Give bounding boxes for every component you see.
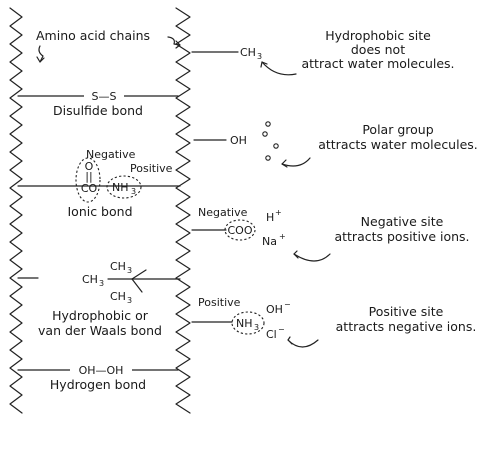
pointer-to-oh — [281, 157, 311, 167]
water-molecule-dot — [265, 155, 271, 161]
hydrophobic-branch-down — [131, 278, 143, 293]
coo-h-plus: + — [275, 208, 282, 217]
water-molecule-dot — [262, 131, 268, 137]
pointer-to-left-chain — [38, 45, 44, 63]
arrow-head — [260, 61, 268, 68]
disulfide-formula: S—S — [92, 90, 117, 103]
hydrogen-bond-label: Hydrogen bond — [50, 377, 146, 392]
hydrophobic-site-note-line2: does not — [351, 42, 405, 57]
pointer-to-right-chain — [167, 36, 181, 46]
hydrogen-formula: OH—OH — [79, 364, 124, 377]
ionic-double-bond: || — [85, 170, 92, 183]
arrow-head — [36, 56, 45, 63]
ionic-nh3-subscript: 3 — [131, 187, 136, 196]
negative-site-note-line1: Negative site — [361, 214, 444, 229]
arrow-head — [293, 250, 299, 259]
polar-group-note-line1: Polar group — [362, 122, 433, 137]
left-amino-acid-chain — [9, 7, 23, 414]
hydrophobic-ch3-left-sub: 3 — [99, 279, 104, 288]
arrow-head — [281, 159, 288, 168]
pointer-to-ch3 — [261, 61, 297, 76]
negative-site-note-line2: attracts positive ions. — [334, 229, 469, 244]
arrow-head — [287, 336, 293, 345]
hydrophobic-label-line2: van der Waals bond — [38, 323, 162, 338]
hydrogen-formula-bg — [70, 363, 132, 376]
nh3-cl-minus: − — [278, 325, 285, 334]
ionic-o-atom: O — [85, 160, 94, 173]
pointer-to-coo — [293, 253, 331, 262]
hydrophobic-ch3-top-sub: 3 — [127, 266, 132, 275]
positive-site-note-line2: attracts negative ions. — [336, 319, 477, 334]
disulfide-bond-label: Disulfide bond — [53, 103, 143, 118]
ionic-nh3-group: NH — [112, 181, 129, 194]
amino-acid-chains-label: Amino acid chains — [36, 28, 150, 43]
ionic-co-group: CO — [81, 182, 98, 195]
hydrophobic-site-note-line1: Hydrophobic site — [325, 28, 431, 43]
hydrophobic-site-note-line3: attract water molecules. — [301, 56, 454, 71]
pointer-to-nh3 — [287, 339, 319, 348]
right-amino-acid-chain — [175, 7, 191, 414]
ionic-amino-dashed-circle — [106, 175, 142, 199]
coo-na-ion: Na — [262, 235, 277, 248]
hydrophobic-ch3-top: CH — [110, 260, 126, 273]
oh-site-group: OH — [230, 134, 247, 147]
ch3-site-subscript: 3 — [257, 52, 262, 61]
ionic-bond-label: Ionic bond — [67, 204, 132, 219]
ionic-positive-label: Positive — [130, 162, 173, 175]
hydrophobic-label-line1: Hydrophobic or — [52, 308, 149, 323]
nh3-cl-ion: Cl — [266, 328, 277, 341]
hydrophobic-ch3-bottom: CH — [110, 290, 126, 303]
coo-na-plus: + — [279, 232, 286, 241]
polar-group-note-line2: attracts water molecules. — [318, 137, 478, 152]
disulfide-formula-bg — [84, 89, 124, 102]
water-molecule-dot — [273, 143, 279, 149]
arrow-head — [175, 40, 181, 49]
nh3-group: NH — [236, 317, 253, 330]
nh3-subscript: 3 — [254, 323, 259, 332]
coo-dashed-circle — [224, 219, 256, 241]
positive-site-note-line1: Positive site — [369, 304, 444, 319]
coo-negative-label: Negative — [198, 206, 248, 219]
nh3-dashed-circle — [231, 311, 265, 335]
nh3-positive-label: Positive — [198, 296, 241, 309]
ionic-negative-label: Negative — [86, 148, 136, 161]
hydrophobic-ch3-bottom-sub: 3 — [127, 296, 132, 305]
nh3-oh-minus: − — [284, 300, 291, 309]
coo-h-ion: H — [266, 211, 274, 224]
ionic-carboxyl-dashed-circle — [75, 157, 101, 203]
nh3-oh-ion: OH — [266, 303, 283, 316]
water-molecule-dot — [265, 121, 271, 127]
coo-group: COO — [228, 224, 253, 237]
hydrophobic-ch3-left: CH — [82, 273, 98, 286]
ch3-site-group: CH — [240, 46, 256, 59]
hydrophobic-branch-up — [131, 269, 147, 280]
